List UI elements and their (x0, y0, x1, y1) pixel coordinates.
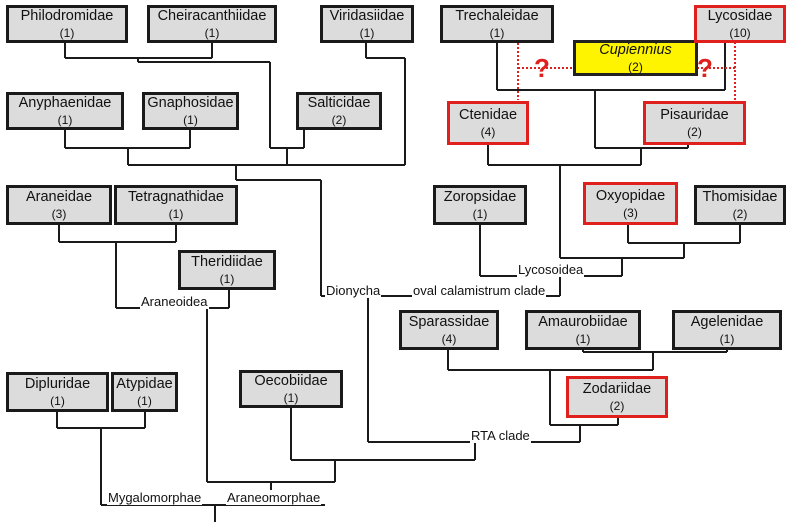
clade-label-oval-calamistrum: oval calamistrum clade (412, 283, 547, 298)
taxon-agelenidae: Agelenidae (1) (672, 310, 782, 350)
taxon-name: Viridasiidae (329, 8, 405, 24)
taxon-count: (1) (472, 207, 488, 221)
taxon-count: (2) (609, 399, 625, 413)
taxon-name: Zoropsidae (443, 189, 517, 205)
taxon-gnaphosidae: Gnaphosidae (1) (142, 92, 239, 130)
taxon-name: Amaurobiidae (538, 314, 628, 330)
taxon-count: (4) (480, 125, 496, 139)
taxon-zodariidae: Zodariidae (2) (566, 376, 668, 418)
taxon-name: Ctenidae (458, 107, 518, 123)
taxon-name: Thomisidae (702, 189, 778, 205)
taxon-name: Oecobiidae (254, 373, 328, 389)
taxon-name: Oxyopidae (595, 187, 666, 204)
taxon-sparassidae: Sparassidae (4) (399, 310, 499, 350)
taxon-count: (1) (359, 26, 375, 40)
taxon-count: (2) (687, 125, 702, 139)
taxon-count: (1) (137, 394, 152, 408)
taxon-name: Tetragnathidae (128, 189, 224, 205)
taxon-count: (1) (59, 26, 75, 40)
taxon-name: Zodariidae (582, 381, 652, 397)
taxon-count: (1) (575, 332, 591, 346)
taxon-name: Lycosidae (707, 8, 773, 24)
taxon-cupiennius: Cupiennius (2) (573, 40, 698, 76)
taxon-count: (3) (51, 207, 67, 221)
clade-label-rta: RTA clade (470, 428, 531, 443)
taxon-count: (1) (719, 332, 735, 346)
taxon-name: Gnaphosidae (147, 95, 234, 111)
taxon-atypidae: Atypidae (1) (111, 372, 178, 412)
uncertain-mark-left: ? (534, 53, 550, 83)
clade-label-araneoidea: Araneoidea (140, 294, 209, 309)
taxon-oxyopidae: Oxyopidae (3) (583, 182, 678, 225)
taxon-count: (1) (168, 207, 184, 221)
clade-label-araneomorphae: Araneomorphae (226, 490, 322, 505)
taxon-amaurobiidae: Amaurobiidae (1) (525, 310, 641, 350)
taxon-count: (1) (283, 391, 299, 405)
taxon-count: (4) (441, 332, 457, 346)
taxon-name: Sparassidae (408, 314, 490, 330)
clade-label-lycosoidea: Lycosoidea (517, 262, 585, 277)
taxon-araneidae: Araneidae (3) (6, 185, 112, 225)
taxon-lycosidae: Lycosidae (10) (694, 5, 786, 43)
taxon-anyphaenidae: Anyphaenidae (1) (6, 92, 124, 130)
taxon-thomisidae: Thomisidae (2) (694, 185, 786, 225)
taxon-trechaleidae: Trechaleidae (1) (440, 5, 554, 43)
taxon-name: Anyphaenidae (18, 95, 112, 111)
taxon-count: (1) (183, 113, 198, 127)
taxon-name: Cheiracanthiidae (157, 8, 267, 24)
taxon-philodromidae: Philodromidae (1) (6, 5, 128, 43)
taxon-name: Atypidae (116, 376, 173, 392)
taxon-name: Pisauridae (660, 107, 729, 123)
taxon-salticidae: Salticidae (2) (296, 92, 382, 130)
taxon-count: (2) (628, 60, 643, 74)
clade-label-mygalomorphae: Mygalomorphae (107, 490, 203, 505)
taxon-count: (1) (57, 113, 73, 127)
taxon-name: Philodromidae (20, 8, 114, 24)
taxon-name: Trechaleidae (455, 8, 539, 24)
taxon-count: (1) (204, 26, 220, 40)
taxon-dipluridae: Dipluridae (1) (6, 372, 109, 412)
taxon-count: (1) (219, 272, 235, 286)
taxon-name: Araneidae (25, 189, 93, 205)
taxon-count: (1) (489, 26, 505, 40)
uncertain-mark-right: ? (697, 53, 713, 83)
taxon-viridasiidae: Viridasiidae (1) (320, 5, 414, 43)
taxon-name: Salticidae (307, 95, 371, 111)
taxon-tetragnathidae: Tetragnathidae (1) (114, 185, 238, 225)
taxon-zoropsidae: Zoropsidae (1) (433, 185, 527, 225)
taxon-pisauridae: Pisauridae (2) (643, 101, 746, 145)
taxon-name: Dipluridae (24, 376, 91, 392)
taxon-name: Agelenidae (690, 314, 764, 330)
taxon-ctenidae: Ctenidae (4) (447, 101, 529, 145)
taxon-count: (2) (732, 207, 748, 221)
taxon-name: Cupiennius (599, 42, 672, 58)
taxon-theridiidae: Theridiidae (1) (178, 250, 276, 290)
taxon-count: (3) (623, 205, 638, 220)
taxon-count: (1) (50, 394, 65, 408)
taxon-name: Theridiidae (191, 254, 263, 270)
taxon-oecobiidae: Oecobiidae (1) (239, 370, 343, 408)
taxon-cheiracanthiidae: Cheiracanthiidae (1) (147, 5, 277, 43)
taxon-count: (10) (729, 26, 751, 40)
clade-label-dionycha: Dionycha (325, 283, 382, 298)
taxon-count: (2) (331, 113, 347, 127)
